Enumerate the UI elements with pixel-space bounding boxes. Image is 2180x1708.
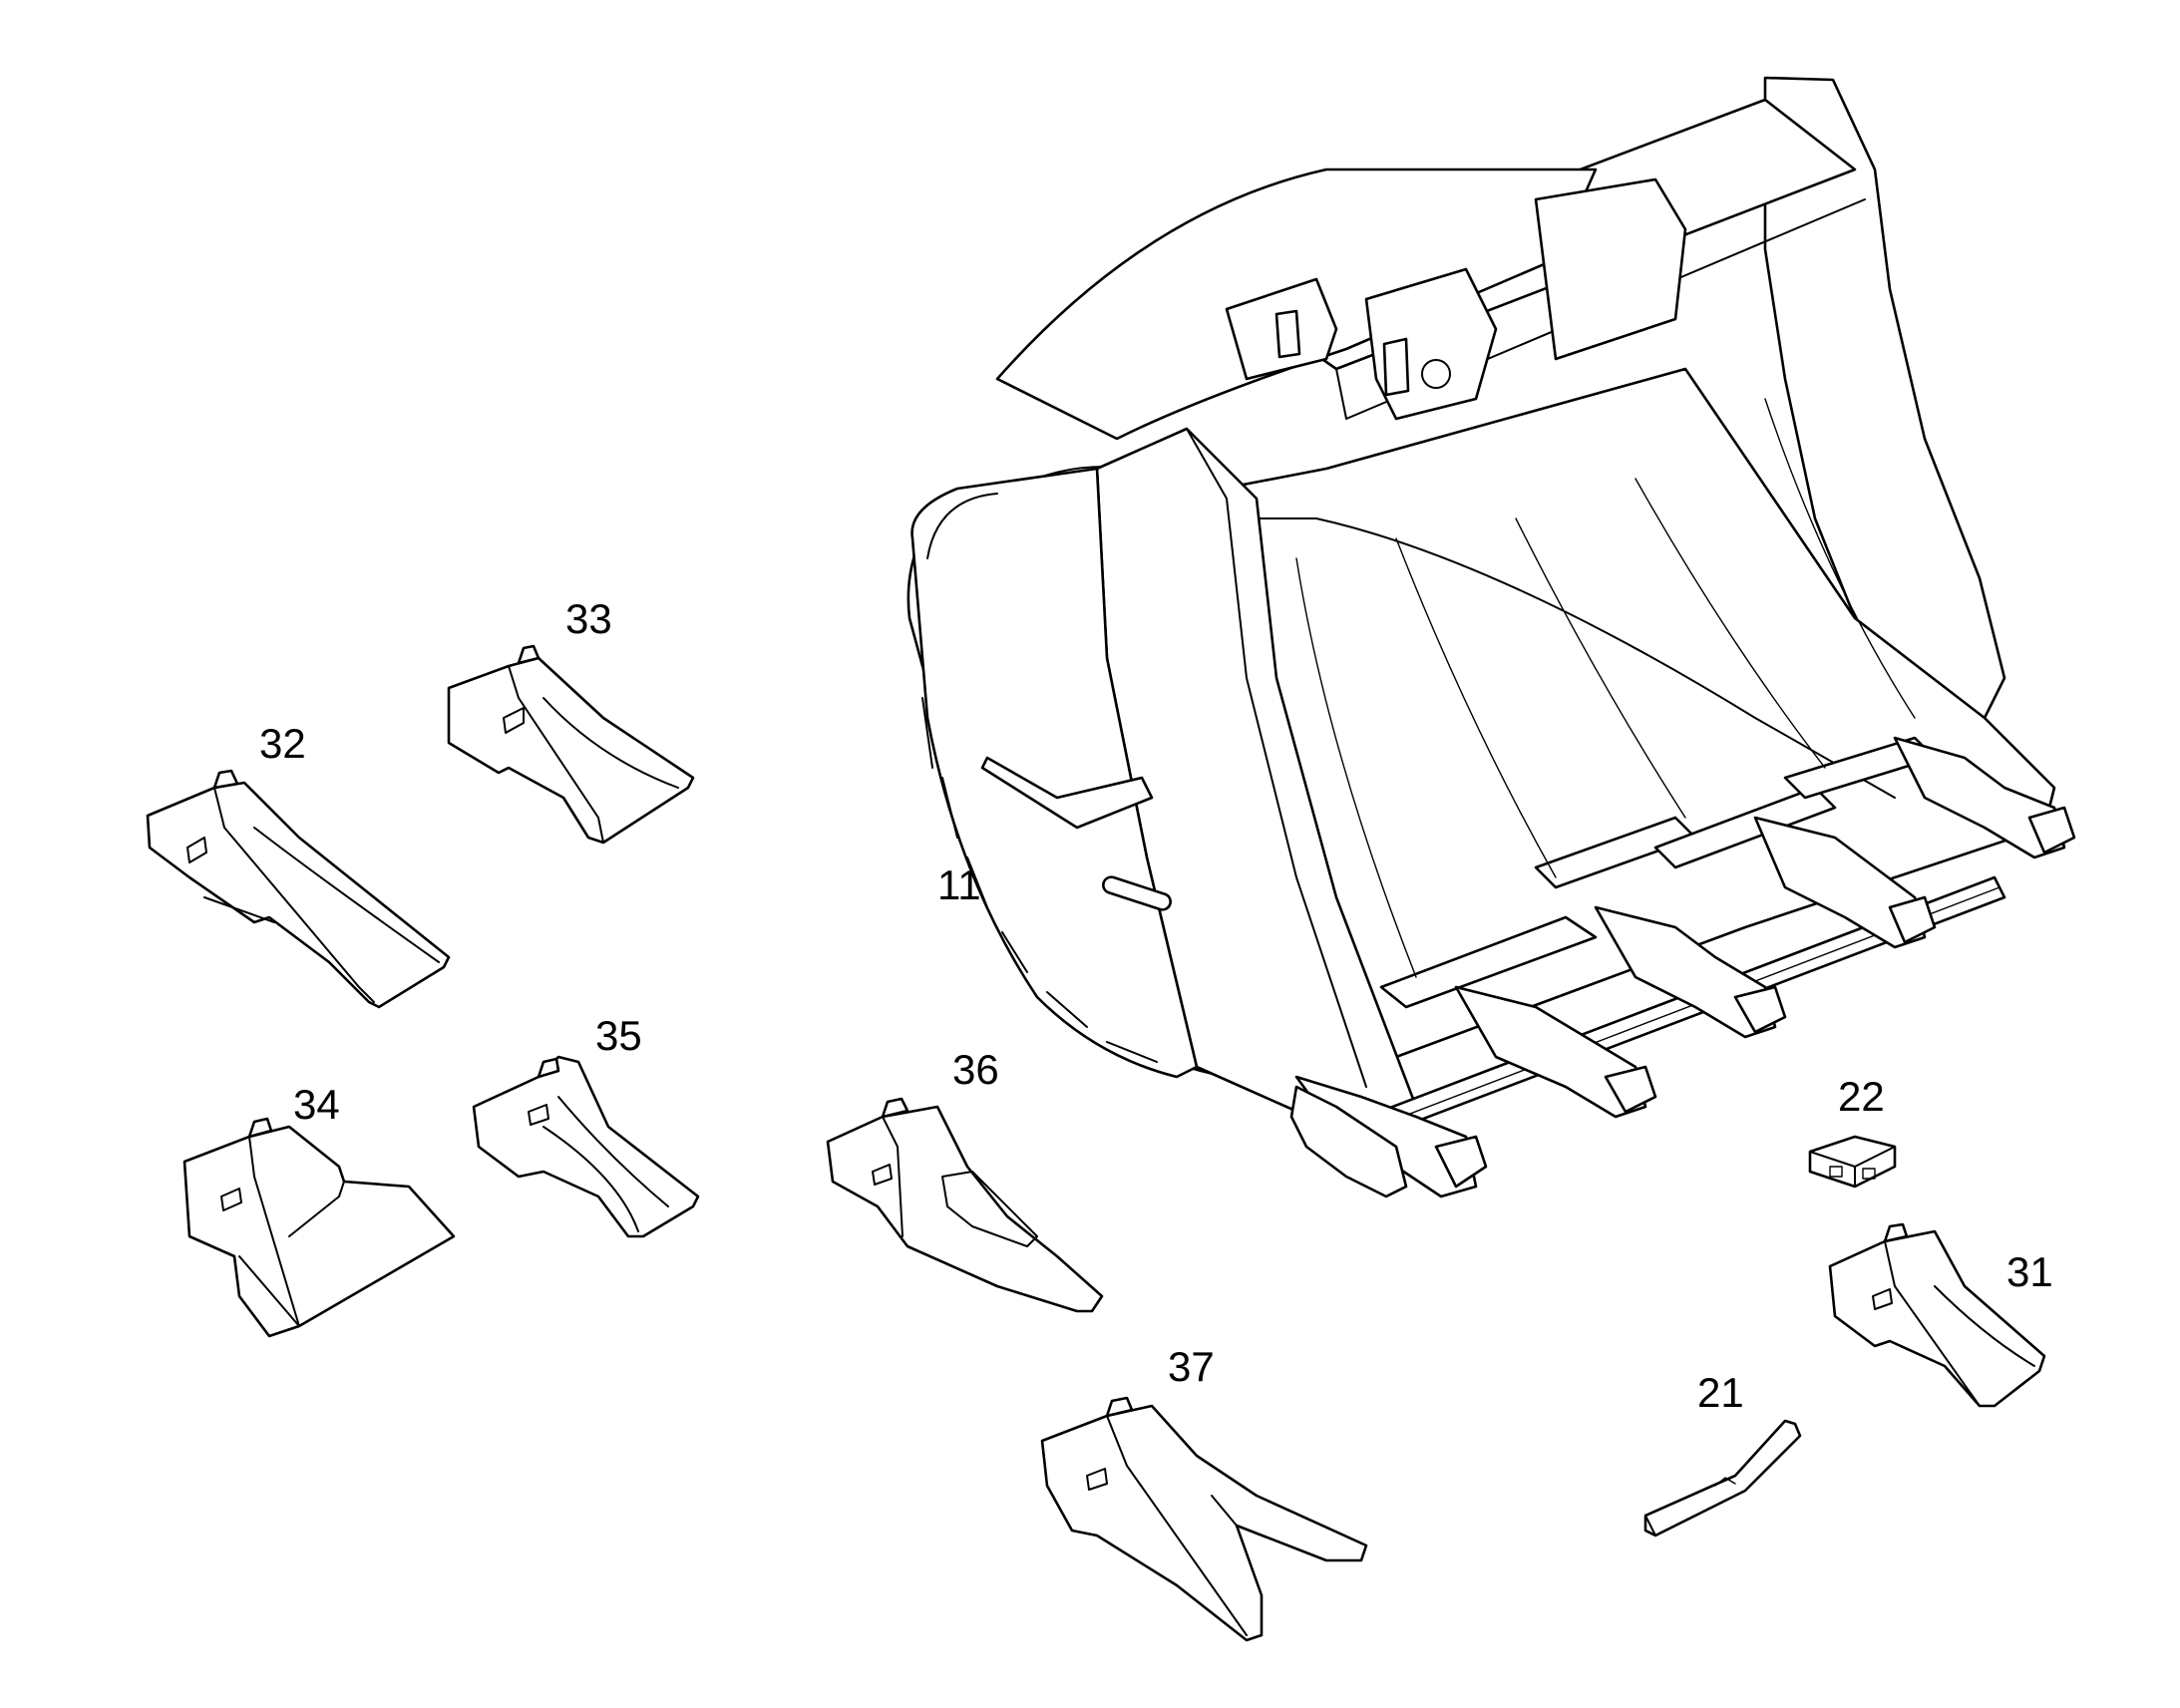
tooth-36 <box>826 1097 1104 1313</box>
callout-35: 35 <box>595 1012 642 1059</box>
tooth-32 <box>146 769 451 1009</box>
adapter-row <box>1294 736 2076 1198</box>
tooth-31 <box>1828 1222 2046 1408</box>
callout-34: 34 <box>293 1081 340 1128</box>
tooth-34 <box>182 1117 456 1338</box>
callout-36: 36 <box>952 1046 999 1093</box>
tooth-33 <box>447 644 695 845</box>
callout-22: 22 <box>1838 1073 1885 1120</box>
wear-strip-21 <box>1643 1419 1802 1537</box>
callout-11: 11 <box>937 861 981 908</box>
callout-21: 21 <box>1697 1369 1744 1416</box>
tooth-35 <box>472 1055 700 1238</box>
bucket-assembly <box>907 76 2076 1198</box>
callout-33: 33 <box>565 595 612 642</box>
callout-37: 37 <box>1168 1343 1215 1390</box>
callout-31: 31 <box>2006 1248 2053 1295</box>
callout-32: 32 <box>259 720 306 767</box>
tooth-37 <box>1040 1396 1368 1642</box>
pin-22 <box>1808 1135 1897 1189</box>
